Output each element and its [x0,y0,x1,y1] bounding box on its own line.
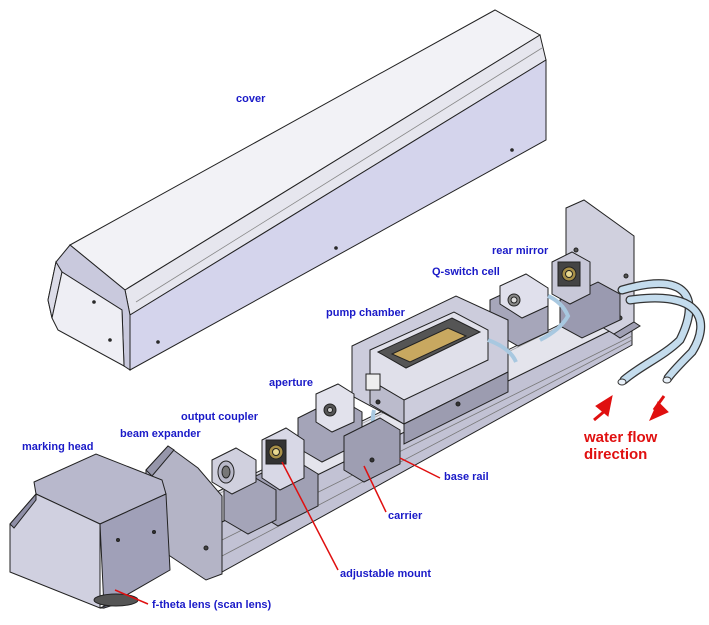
marking-head-part [9,453,171,609]
water-flow-arrows [593,394,669,422]
leader-lines [114,457,441,605]
label-marking-head: marking head [22,441,94,453]
label-water-flow-line2: direction [584,446,648,463]
water-tubes [617,279,706,386]
label-adjustable-mount: adjustable mount [340,568,432,580]
label-f-theta-lens: f-theta lens (scan lens) [152,599,272,611]
label-cover: cover [236,93,266,105]
beam-expander-part [211,447,277,535]
label-beam-expander: beam expander [120,428,201,440]
label-base-rail: base rail [444,471,489,483]
label-water-flow-line1: water flow [584,429,658,446]
label-pump-chamber: pump chamber [326,307,405,319]
label-output-coupler: output coupler [181,411,258,423]
rear-mirror-part [551,251,621,339]
pump-chamber-part [351,295,518,445]
carrier-part [343,417,401,483]
label-carrier: carrier [388,510,423,522]
label-water-flow: water flow direction [584,429,657,463]
label-aperture: aperture [269,377,314,389]
cover-part [47,9,547,371]
label-rear-mirror: rear mirror [492,245,549,257]
label-q-switch-cell: Q-switch cell [432,266,500,278]
